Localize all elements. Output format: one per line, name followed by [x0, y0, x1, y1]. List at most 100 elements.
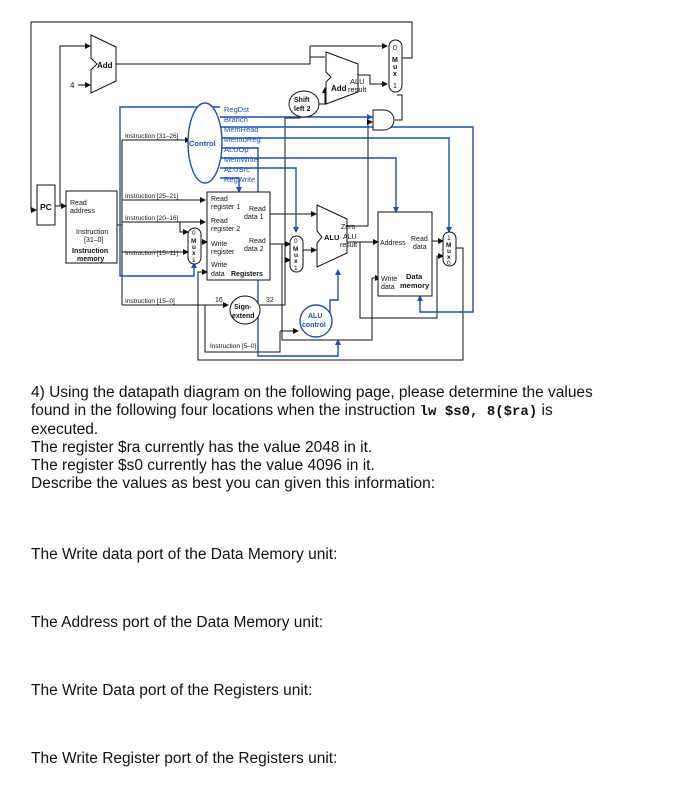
question-line-5: The register $s0 currently has the value… [31, 457, 375, 474]
alusrc-mux [289, 235, 304, 273]
memtoreg-m: M [446, 242, 451, 249]
black-wires [30, 21, 464, 361]
alusrc-in1: 1 [294, 265, 298, 272]
prompt-write-data-registers: The Write Data port of the Registers uni… [31, 682, 313, 699]
pc-mux-m: M [392, 57, 398, 64]
rf-wr-b: register [211, 249, 235, 256]
alu-label: ALU [324, 233, 339, 242]
memtoreg-u: u [447, 248, 451, 255]
branch-adder-alu: ALU [350, 77, 365, 86]
dm-read-2: data [413, 244, 427, 251]
memtoreg-in0: 1 [447, 235, 451, 242]
dm-write-1: Write [381, 276, 397, 283]
prompt-address-data-memory: The Address port of the Data Memory unit… [31, 614, 324, 631]
question-line-1: 4) Using the datapath diagram on the fol… [31, 384, 593, 401]
regdst-in0: 0 [192, 230, 196, 237]
signal-memread: MemRead [224, 125, 259, 134]
pc-mux-in0: 0 [393, 45, 397, 52]
rf-name: Registers [231, 271, 263, 278]
alusrc-m: M [293, 246, 298, 253]
question-line-2: found in the following four locations wh… [31, 402, 671, 421]
question-line-2-end: is [541, 402, 553, 419]
pc-adder [90, 34, 117, 94]
data-memory [377, 211, 433, 297]
sign-extend-2: extend [232, 313, 255, 320]
alu-result-1: ALU [343, 234, 357, 241]
pc-label: PC [40, 202, 52, 212]
im-instr-2: [31–0] [84, 237, 104, 244]
im-instr-1: Instruction [76, 229, 108, 236]
shift-left-label-1: Shift [294, 97, 310, 104]
signal-regwrite: RegWrite [224, 175, 255, 184]
dm-address: Address [380, 240, 406, 247]
rf-wd-a: Write [211, 262, 227, 269]
alu-control-1: ALU [308, 313, 322, 320]
signal-alusrc: ALUSrc [224, 165, 250, 174]
instr-15-0: Instruction [15–0] [125, 298, 175, 305]
sign-extend-1: Sign- [234, 304, 252, 311]
branch-adder-label: Add [331, 84, 347, 93]
instr-25-21: Instruction [25–21] [125, 193, 179, 200]
rf-rr1-a: Read [211, 196, 228, 203]
branch-and-gate [372, 109, 395, 131]
dm-read-1: Read [411, 236, 428, 243]
regdst-u: u [192, 244, 196, 251]
shift-left-label-2: left 2 [294, 106, 310, 113]
question-text: 4) Using the datapath diagram on the fol… [31, 384, 671, 493]
instruction-memory [65, 190, 118, 264]
signal-branch: Branch [224, 115, 248, 124]
memtoreg-x: x [447, 254, 451, 261]
rf-wd-b: data [211, 271, 225, 278]
branch-adder-result: result [348, 85, 367, 94]
signal-memtoreg: MemtoReg [224, 135, 261, 144]
pc-adder-label: Add [97, 61, 113, 70]
control-label: Control [189, 139, 216, 148]
rf-wr-a: Write [211, 241, 227, 248]
question-line-4: The register $ra currently has the value… [31, 439, 373, 456]
instr-20-16: Instruction [20–16] [125, 215, 179, 222]
regdst-x: x [192, 250, 196, 257]
prompt-write-data-data-memory: The Write data port of the Data Memory u… [31, 546, 338, 563]
signal-memwrite: MemWrite [224, 155, 258, 164]
rf-rr2-a: Read [211, 218, 228, 225]
regdst-mux [187, 227, 202, 265]
regdst-m: M [191, 238, 196, 245]
branch-adder [325, 51, 359, 105]
dm-name-1: Data [406, 272, 423, 281]
signal-regdst: RegDst [224, 105, 250, 114]
main-alu [316, 204, 348, 268]
question-line-6: Describe the values as best you can give… [31, 475, 436, 492]
rf-rr1-b: register 1 [211, 204, 240, 211]
alu-control [299, 304, 333, 338]
im-read-2: address [70, 208, 95, 215]
im-read-1: Read [70, 200, 87, 207]
rf-rd2-a: Read [249, 238, 266, 245]
instr-5-0: Instruction [5–0] [210, 343, 256, 350]
pc-register [36, 184, 56, 226]
question-line-3: executed. [31, 421, 99, 438]
bits-32: 32 [266, 297, 274, 304]
instr-15-11: Instruction [15–11] [125, 250, 178, 257]
im-name-2: memory [77, 256, 104, 263]
constant-four: 4 [70, 81, 75, 90]
signal-aluop: ALUOp [224, 145, 249, 154]
rf-rr2-b: register 2 [211, 226, 240, 233]
instruction-code: lw $s0, 8($ra) [419, 404, 538, 420]
pc-mux-x: x [393, 71, 397, 78]
shift-left-2 [288, 90, 320, 118]
alu-control-2: control [302, 322, 326, 329]
dm-name-2: memory [400, 281, 430, 290]
pc-source-mux [388, 39, 403, 93]
alu-result-2: result [340, 242, 357, 249]
bits-16: 16 [215, 297, 223, 304]
rf-rd1-b: data 1 [244, 214, 264, 221]
memtoreg-mux [442, 231, 457, 267]
datapath-diagram: PC Add 4 Add ALU result Shift left 2 0 M… [30, 21, 474, 361]
im-name-1: Instruction [72, 248, 108, 255]
pc-mux-in1: 1 [393, 83, 397, 90]
prompt-write-register-registers: The Write Register port of the Registers… [31, 750, 338, 767]
rf-rd1-a: Read [249, 206, 266, 213]
memtoreg-in1: 0 [447, 260, 451, 267]
sign-extend [229, 295, 261, 325]
regdst-in1: 1 [192, 257, 196, 264]
